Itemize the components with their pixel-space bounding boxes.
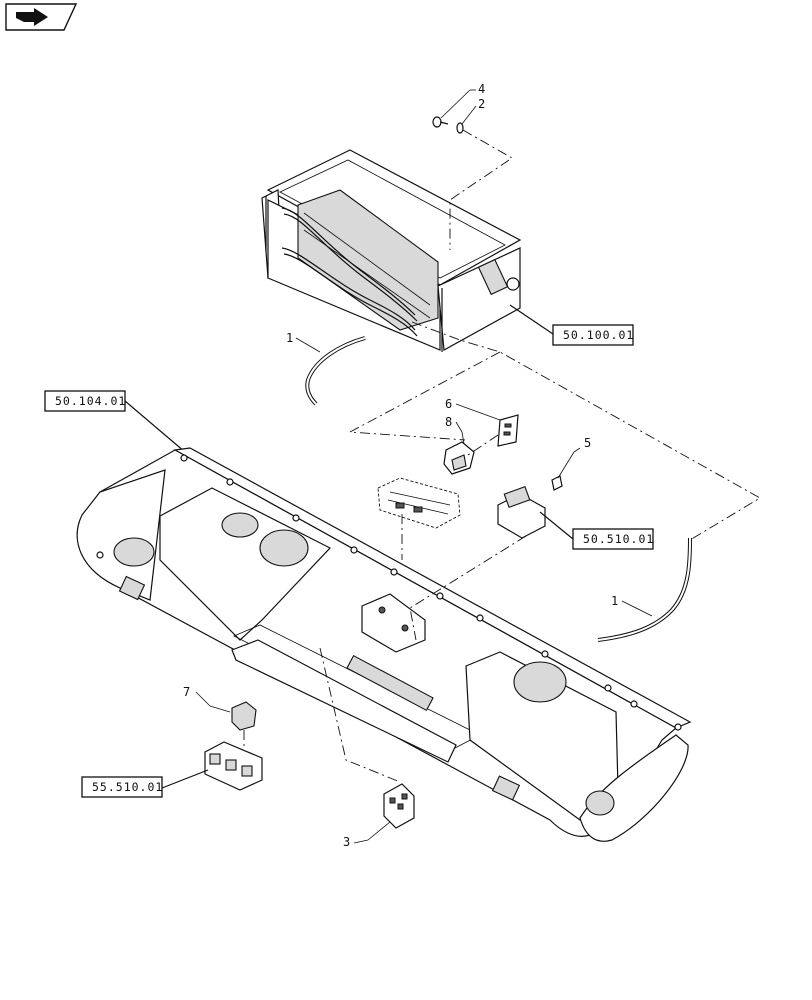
hose-1-right[interactable]	[597, 537, 692, 642]
bracket-6[interactable]	[497, 414, 519, 447]
control-panel-face[interactable]	[377, 477, 461, 529]
svg-text:50.510.01: 50.510.01	[583, 532, 654, 546]
forward-arrow-icon	[16, 8, 48, 26]
svg-text:7: 7	[183, 685, 190, 699]
heater-core-box[interactable]	[261, 149, 522, 352]
control-module[interactable]	[497, 485, 546, 539]
callout-5: 5	[557, 436, 591, 479]
screw-4[interactable]	[432, 116, 449, 128]
svg-text:6: 6	[445, 397, 452, 411]
svg-text:1: 1	[286, 331, 293, 345]
reference-50-510-01[interactable]: 50.510.01	[539, 511, 654, 550]
circuit-board-3[interactable]	[383, 783, 415, 829]
svg-text:55.510.01: 55.510.01	[92, 780, 163, 794]
switch-8[interactable]	[443, 441, 475, 475]
washer-2[interactable]	[456, 122, 464, 134]
relay-base[interactable]	[204, 741, 263, 791]
callout-2: 2	[461, 97, 485, 125]
callout-1-right: 1	[611, 594, 653, 617]
reference-55-510-01[interactable]: 55.510.01	[81, 769, 209, 798]
reference-50-100-01[interactable]: 50.100.01	[509, 304, 634, 346]
relay-7[interactable]	[231, 701, 257, 731]
callout-6: 6	[445, 397, 501, 421]
svg-text:50.104.01: 50.104.01	[55, 394, 126, 408]
svg-text:5: 5	[584, 436, 591, 450]
callout-3: 3	[343, 821, 391, 849]
svg-text:50.100.01: 50.100.01	[563, 328, 634, 342]
callout-1-top: 1	[286, 331, 321, 353]
callout-7: 7	[183, 685, 231, 713]
fitting-5[interactable]	[551, 475, 563, 491]
svg-text:4: 4	[478, 82, 485, 96]
callout-4: 4	[440, 82, 485, 119]
reference-50-104-01[interactable]: 50.104.01	[44, 390, 186, 453]
nav-forward-button[interactable]	[5, 3, 78, 31]
hose-1-top[interactable]	[305, 336, 366, 406]
svg-text:3: 3	[343, 835, 350, 849]
svg-text:2: 2	[478, 97, 485, 111]
svg-text:1: 1	[611, 594, 618, 608]
callout-8: 8	[445, 415, 465, 445]
dashboard-panel[interactable]	[76, 447, 692, 842]
svg-text:8: 8	[445, 415, 452, 429]
